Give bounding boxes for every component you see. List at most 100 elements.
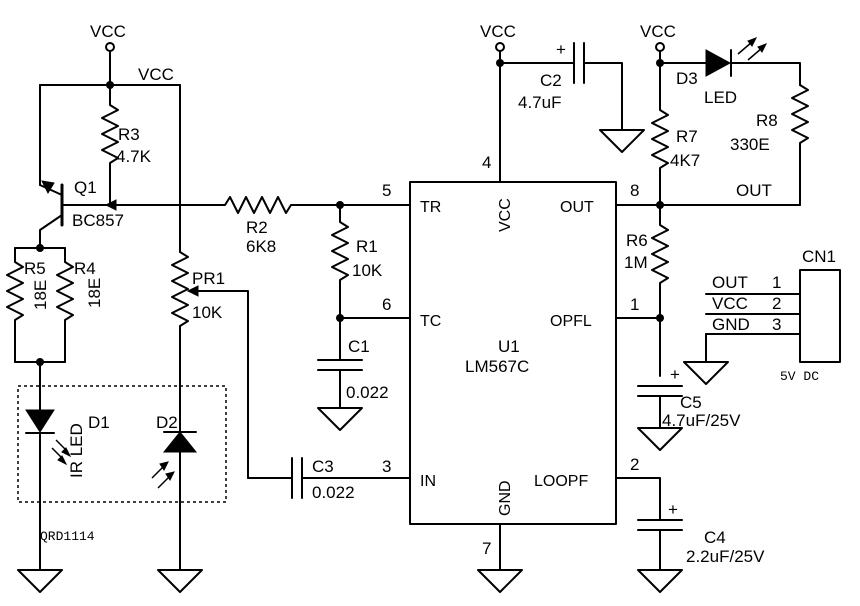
led-d3: D3 LED <box>659 37 801 107</box>
svg-text:LED: LED <box>704 88 737 107</box>
svg-text:1: 1 <box>772 273 781 292</box>
svg-text:C5: C5 <box>680 393 702 412</box>
svg-text:R4: R4 <box>74 259 96 278</box>
capacitor-c5: + C5 4.7uF/25V <box>637 365 741 430</box>
potentiometer-pr1: PR1 10K <box>171 251 249 479</box>
svg-text:6: 6 <box>382 295 391 314</box>
svg-text:C4: C4 <box>704 528 726 547</box>
qrd1114-label: QRD1114 <box>40 529 95 544</box>
diode-d1-ir-led: D1 IR LED <box>25 409 110 571</box>
svg-text:OUT: OUT <box>712 273 748 292</box>
ground-symbol-d2 <box>157 569 203 593</box>
svg-text:Q1: Q1 <box>74 178 97 197</box>
ground-symbol-c2 <box>599 129 645 153</box>
svg-text:IR LED: IR LED <box>67 423 86 478</box>
svg-text:PR1: PR1 <box>192 269 225 288</box>
svg-text:0.022: 0.022 <box>312 483 355 502</box>
svg-text:CN1: CN1 <box>802 247 836 266</box>
vcc-net-label: VCC <box>138 65 174 84</box>
svg-text:4.7K: 4.7K <box>116 147 152 166</box>
svg-text:D1: D1 <box>88 413 110 432</box>
svg-text:4K7: 4K7 <box>670 151 700 170</box>
svg-text:VCC: VCC <box>480 22 516 41</box>
svg-text:330E: 330E <box>730 135 770 154</box>
svg-text:4: 4 <box>482 153 491 172</box>
svg-text:5: 5 <box>382 181 391 200</box>
ground-symbol-c5 <box>637 427 683 451</box>
svg-text:4.7uF: 4.7uF <box>518 93 561 112</box>
svg-text:18E: 18E <box>31 280 50 310</box>
svg-text:2: 2 <box>630 455 639 474</box>
transistor-q1: Q1 BC857 <box>39 178 124 249</box>
svg-text:GND: GND <box>497 480 514 516</box>
svg-text:10K: 10K <box>192 303 223 322</box>
svg-text:C1: C1 <box>348 337 370 356</box>
svg-text:R2: R2 <box>246 218 268 237</box>
svg-text:VCC: VCC <box>712 294 748 313</box>
svg-text:8: 8 <box>630 181 639 200</box>
svg-text:1: 1 <box>630 295 639 314</box>
photodiode-d2: D2 <box>151 413 198 571</box>
capacitor-c2: + C2 4.7uF <box>499 40 623 131</box>
svg-text:2: 2 <box>772 294 781 313</box>
svg-text:R8: R8 <box>756 111 778 130</box>
capacitor-c4: + C4 2.2uF/25V <box>637 500 765 571</box>
svg-text:IN: IN <box>420 473 436 490</box>
svg-text:+: + <box>556 40 566 59</box>
svg-text:7: 7 <box>482 539 491 558</box>
svg-text:VCC: VCC <box>90 22 126 41</box>
svg-text:6K8: 6K8 <box>246 237 276 256</box>
svg-text:3: 3 <box>382 457 391 476</box>
svg-text:R7: R7 <box>676 127 698 146</box>
resistor-r6: R6 1M <box>624 204 669 377</box>
svg-text:R5: R5 <box>24 259 46 278</box>
svg-text:LOOPF: LOOPF <box>534 473 588 490</box>
svg-text:TR: TR <box>420 199 441 216</box>
svg-text:C3: C3 <box>312 457 334 476</box>
ground-symbol-ic <box>477 569 523 593</box>
svg-text:D2: D2 <box>156 413 178 432</box>
svg-text:R6: R6 <box>626 231 648 250</box>
resistor-r2: R2 6K8 <box>207 196 411 256</box>
svg-text:C2: C2 <box>540 71 562 90</box>
out-net-label: OUT <box>736 181 772 200</box>
ic-u1-lm567c: TR TC IN VCC GND OUT OPFL LOOPF U1 LM567… <box>382 153 639 558</box>
capacitor-c3: C3 0.022 <box>247 457 411 502</box>
svg-text:0.022: 0.022 <box>346 383 389 402</box>
svg-text:OUT: OUT <box>560 199 594 216</box>
vcc-terminal-left: VCC <box>90 22 126 52</box>
resistor-r8: R8 330E <box>730 84 809 206</box>
svg-text:4.7uF/25V: 4.7uF/25V <box>662 411 741 430</box>
svg-text:18E: 18E <box>85 278 104 308</box>
capacitor-c1: C1 0.022 <box>317 317 389 409</box>
svg-text:TC: TC <box>420 313 441 330</box>
svg-text:1M: 1M <box>624 253 648 272</box>
svg-text:VCC: VCC <box>640 22 676 41</box>
svg-text:U1: U1 <box>498 337 520 356</box>
ground-symbol-cn1 <box>683 361 729 385</box>
qrd1114-package-outline <box>17 385 227 503</box>
resistor-r7: R7 4K7 <box>651 62 700 206</box>
svg-text:2.2uF/25V: 2.2uF/25V <box>686 547 765 566</box>
connector-cn1: CN1 OUT 1 VCC 2 GND 3 5V DC <box>705 247 841 384</box>
svg-text:LM567C: LM567C <box>465 357 529 376</box>
ground-symbol-c4 <box>637 569 683 593</box>
resistor-r5: R5 18E <box>6 247 50 363</box>
svg-text:VCC: VCC <box>497 198 514 232</box>
ground-symbol-d1 <box>17 569 63 593</box>
svg-text:R3: R3 <box>118 125 140 144</box>
svg-text:+: + <box>670 365 680 384</box>
svg-text:D3: D3 <box>676 69 698 88</box>
vcc-terminal-ic: VCC <box>480 22 516 52</box>
svg-text:OPFL: OPFL <box>550 313 592 330</box>
resistor-r1: R1 10K <box>331 204 383 319</box>
resistor-r4: R4 18E <box>56 247 104 363</box>
svg-text:3: 3 <box>772 315 781 334</box>
ground-symbol-c1 <box>317 407 363 431</box>
svg-text:R1: R1 <box>356 237 378 256</box>
vcc-terminal-led: VCC <box>640 22 676 52</box>
svg-text:10K: 10K <box>352 261 383 280</box>
svg-text:GND: GND <box>712 315 750 334</box>
arrow-marker <box>104 199 117 211</box>
